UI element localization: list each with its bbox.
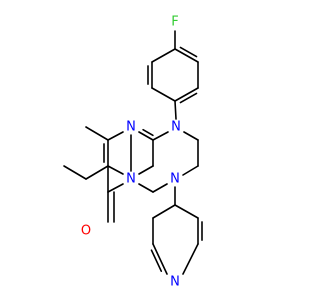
bond-1 — [174, 48, 199, 63]
atom-label-fluorine: F — [171, 15, 178, 30]
bond-31 — [182, 243, 199, 275]
atom-label-layer: F N N N N N O — [81, 15, 181, 290]
structure-canvas: F N N N N N O — [63, 15, 203, 290]
bond-7 — [174, 100, 177, 120]
atom-label-n-pyridine: N — [170, 275, 180, 290]
bond-17 — [138, 131, 154, 141]
bond-34 — [152, 204, 176, 219]
bond-25 — [85, 126, 109, 141]
bond-32 — [152, 243, 168, 275]
bond-18 — [107, 131, 124, 141]
bond-29 — [174, 204, 199, 219]
atom-label-n-aryl: N — [171, 120, 181, 135]
atom-label-n-fused: N — [126, 172, 136, 187]
atom-label-oxygen: O — [81, 224, 91, 239]
bond-layer — [63, 30, 203, 275]
bond-41 — [150, 249, 163, 272]
bond-26 — [85, 165, 109, 180]
bond-22 — [107, 183, 124, 193]
bond-27 — [63, 165, 87, 180]
atom-label-n-benzyl: N — [170, 172, 180, 187]
bond-3 — [174, 87, 199, 102]
bond-38 — [142, 128, 154, 137]
bond-36 — [179, 92, 198, 104]
bond-8 — [183, 131, 199, 141]
chemical-structure-diagram: F N N N N N O — [63, 15, 203, 290]
bond-6 — [151, 48, 176, 63]
bond-10 — [182, 165, 199, 176]
bond-11 — [152, 183, 168, 193]
bond-20 — [107, 165, 124, 175]
bond-16 — [138, 165, 154, 175]
bond-35 — [179, 46, 198, 58]
bond-14 — [152, 131, 169, 141]
atom-label-n-pyrimidine: N — [126, 120, 136, 135]
bond-12 — [138, 183, 154, 193]
bond-4 — [151, 87, 176, 102]
